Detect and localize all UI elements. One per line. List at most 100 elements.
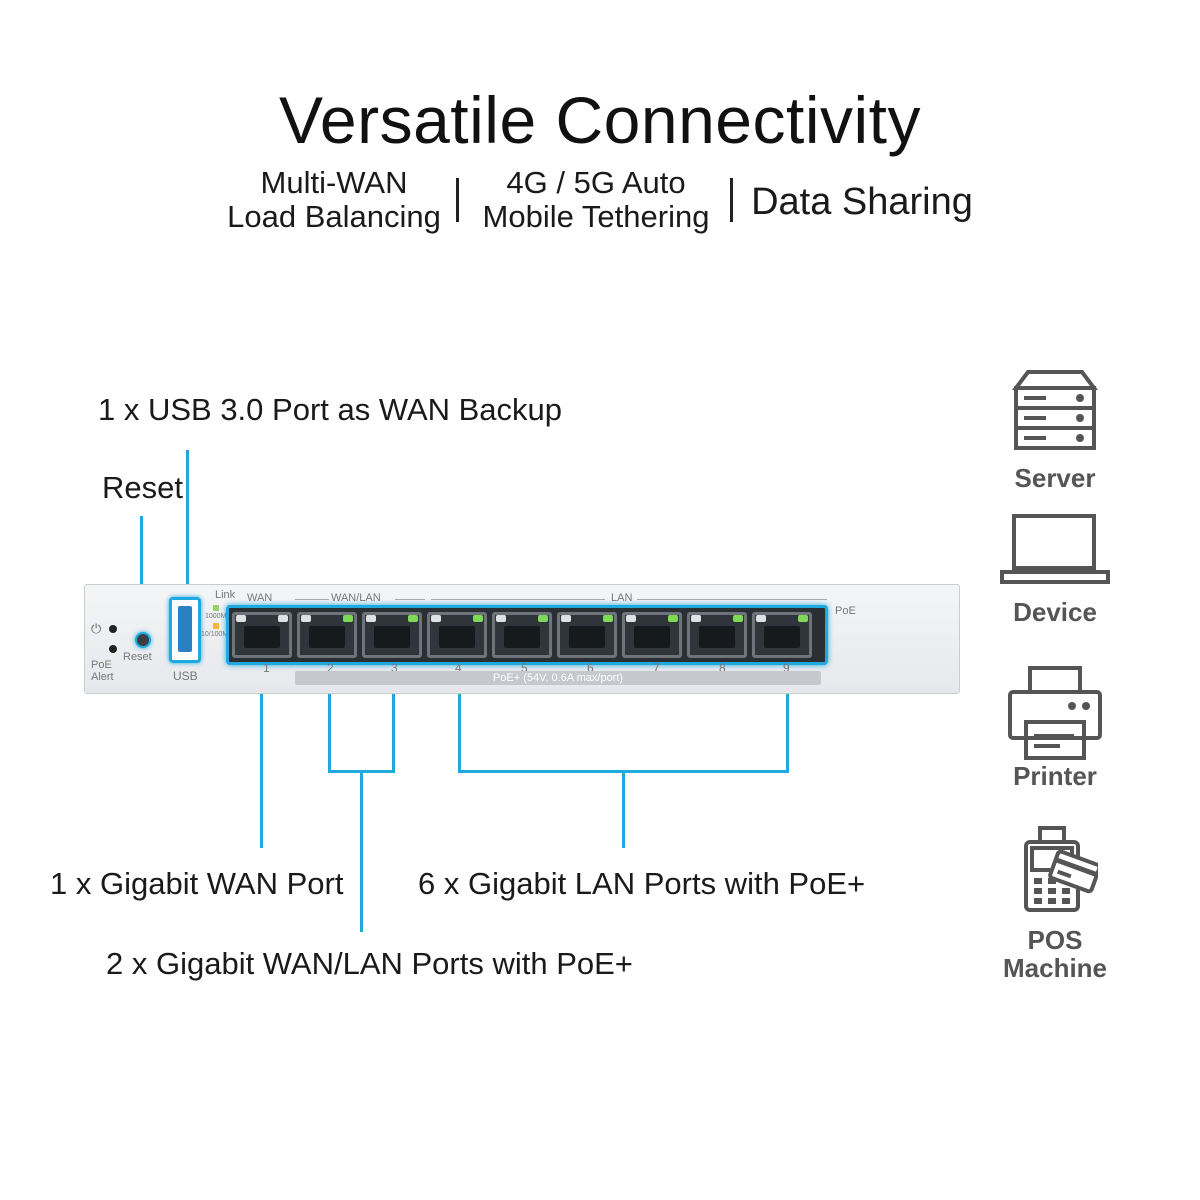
- wanlan-callout-line-b: [392, 640, 395, 772]
- feature-multi-wan: Multi-WAN Load Balancing: [222, 166, 446, 234]
- link-label: Link: [215, 589, 236, 601]
- reset-label: Reset: [123, 651, 152, 663]
- usb-label: USB: [173, 669, 198, 683]
- poe-alert-led: [109, 645, 117, 653]
- port-led: [473, 615, 483, 622]
- callout-wan: 1 x Gigabit WAN Port: [50, 866, 344, 901]
- feature-mobile-tethering: 4G / 5G Auto Mobile Tethering: [472, 166, 720, 234]
- feature-data-sharing: Data Sharing: [751, 181, 973, 223]
- port-led: [301, 615, 311, 622]
- wanlan-callout-stem: [360, 770, 363, 932]
- port-led: [278, 615, 288, 622]
- port-jack: [569, 626, 605, 648]
- reset-callout-line: [140, 516, 143, 640]
- usb-port-tongue: [178, 606, 192, 652]
- port-led: [343, 615, 353, 622]
- callout-reset: Reset: [102, 470, 183, 505]
- callout-lan: 6 x Gigabit LAN Ports with PoE+: [418, 866, 866, 901]
- port-group: [226, 605, 828, 665]
- printer-label: Printer: [1013, 761, 1097, 791]
- lan-port-4[interactable]: [427, 612, 487, 658]
- port-number: 3: [391, 661, 398, 675]
- poe-alert-label-2: Alert: [91, 671, 114, 683]
- port-led: [626, 615, 636, 622]
- wanlan-port-3[interactable]: [362, 612, 422, 658]
- callout-wanlan: 2 x Gigabit WAN/LAN Ports with PoE+: [106, 946, 633, 981]
- port-jack: [439, 626, 475, 648]
- legend-amber-swatch: [213, 623, 219, 629]
- poe-label: PoE: [835, 605, 856, 617]
- poe-bar: PoE+ (54V, 0.6A max/port): [295, 671, 821, 685]
- wanlan-port-2[interactable]: [297, 612, 357, 658]
- port-number: 7: [653, 661, 660, 675]
- feature-separator: [730, 178, 733, 222]
- port-led: [603, 615, 613, 622]
- port-number: 1: [263, 661, 270, 675]
- port-led: [733, 615, 743, 622]
- wanlan-group-rule-left: [295, 599, 329, 600]
- wan-port-1[interactable]: [232, 612, 292, 658]
- port-led: [561, 615, 571, 622]
- port-number: 9: [783, 661, 790, 675]
- port-number: 2: [327, 661, 334, 675]
- lan-port-5[interactable]: [492, 612, 552, 658]
- feature-multi-wan-line1: Multi-WAN: [260, 165, 408, 200]
- port-led: [798, 615, 808, 622]
- lan-port-9[interactable]: [752, 612, 812, 658]
- pos-machine-label: POS Machine: [975, 926, 1135, 982]
- port-led: [756, 615, 766, 622]
- power-icon: ⏻: [91, 621, 102, 636]
- wanlan-group-rule-right: [395, 599, 425, 600]
- power-led: [109, 625, 117, 633]
- lan-port-6[interactable]: [557, 612, 617, 658]
- usb-callout-line: [186, 450, 189, 600]
- wanlan-callout-line-a: [328, 640, 331, 772]
- server-label: Server: [1014, 463, 1096, 493]
- port-number: 8: [719, 661, 726, 675]
- wanlan-group-label: WAN/LAN: [331, 592, 381, 604]
- speed-1000-label: 1000M: [205, 613, 227, 620]
- port-led: [236, 615, 246, 622]
- port-led: [431, 615, 441, 622]
- laptop-icon: [1000, 514, 1110, 584]
- callout-usb: 1 x USB 3.0 Port as WAN Backup: [98, 392, 563, 427]
- port-led: [496, 615, 506, 622]
- feature-multi-wan-line2: Load Balancing: [227, 199, 441, 234]
- port-led: [408, 615, 418, 622]
- router-front-panel: ⏻ PoE Alert Reset USB Link 1000M 10/100M…: [84, 584, 960, 694]
- page-title: Versatile Connectivity: [279, 83, 921, 157]
- port-led: [366, 615, 376, 622]
- pos-label-line2: Machine: [1002, 953, 1108, 983]
- port-number: 6: [587, 661, 594, 675]
- lan-group-rule-left: [431, 599, 605, 600]
- lan-callout-stem: [622, 770, 625, 848]
- legend-green-swatch: [213, 605, 219, 611]
- lan-callout-line-a: [458, 640, 461, 772]
- feature-separator: [456, 178, 459, 222]
- port-number: 4: [455, 661, 462, 675]
- port-jack: [374, 626, 410, 648]
- port-number: 5: [521, 661, 528, 675]
- port-led: [668, 615, 678, 622]
- pos-machine-icon: [1024, 826, 1098, 912]
- speed-100-label: 10/100M: [201, 631, 229, 638]
- reset-button[interactable]: [135, 632, 151, 648]
- lan-port-7[interactable]: [622, 612, 682, 658]
- port-led: [691, 615, 701, 622]
- wan-group-label: WAN: [247, 592, 273, 604]
- pos-label-line1: POS: [1027, 925, 1083, 955]
- server-icon: [1012, 370, 1098, 450]
- lan-group-label: LAN: [611, 592, 633, 604]
- usb-port[interactable]: [169, 597, 201, 663]
- lan-group-rule-right: [637, 599, 827, 600]
- port-jack: [309, 626, 345, 648]
- device-label: Device: [1013, 597, 1097, 627]
- port-led: [538, 615, 548, 622]
- port-jack: [244, 626, 280, 648]
- port-jack: [504, 626, 540, 648]
- wan-callout-line: [260, 640, 263, 848]
- port-jack: [634, 626, 670, 648]
- feature-mobile-tethering-line1: 4G / 5G Auto: [506, 165, 686, 200]
- lan-callout-line-b: [786, 640, 789, 772]
- lan-port-8[interactable]: [687, 612, 747, 658]
